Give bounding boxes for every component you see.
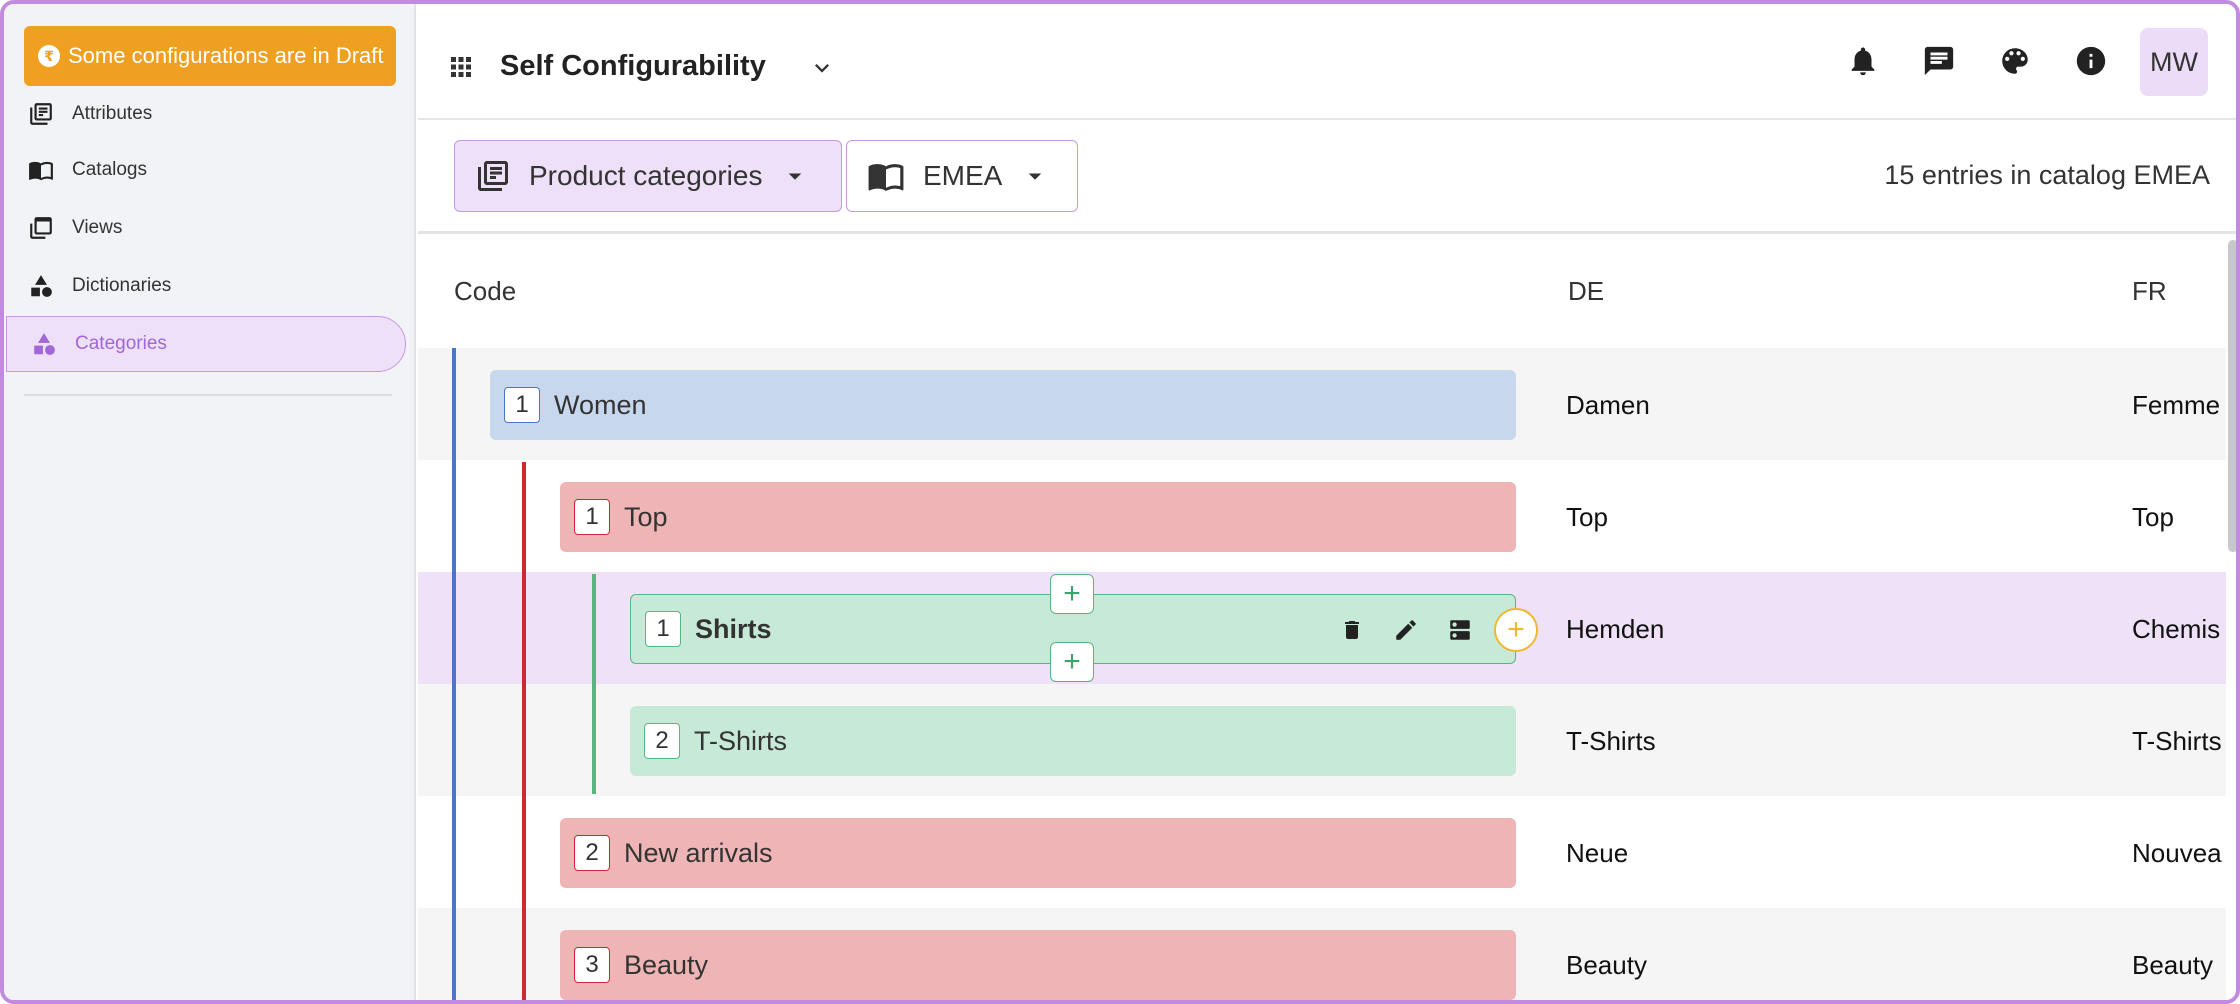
category-pill[interactable]: 1 Women — [490, 370, 1516, 440]
messages-icon[interactable] — [1920, 42, 1958, 80]
sidebar-item-categories[interactable]: Categories — [6, 316, 406, 372]
attributes-icon — [30, 103, 52, 125]
avatar[interactable]: MW — [2140, 28, 2208, 96]
sidebar-item-label: Attributes — [72, 103, 153, 124]
catalog-select[interactable]: EMEA — [846, 140, 1078, 212]
category-pill[interactable]: 2 New arrivals — [560, 818, 1516, 888]
add-child-icon[interactable]: + — [1494, 608, 1538, 652]
sidebar-item-label: Categories — [75, 333, 167, 354]
categories-icon — [34, 333, 55, 355]
column-header-code: Code — [454, 276, 517, 306]
translation-de: Hemden — [1566, 614, 1665, 644]
tree-line-level3 — [592, 574, 596, 794]
table-row[interactable]: 1 Women Damen Femme — [418, 348, 2226, 460]
category-select[interactable]: Product categories — [454, 140, 842, 212]
translation-de: Damen — [1566, 390, 1650, 420]
table-row[interactable]: 2 New arrivals Neue Nouvea — [418, 796, 2226, 908]
translation-de: Top — [1566, 502, 1608, 532]
table-row[interactable]: 1 Top Top Top — [418, 460, 2226, 572]
info-icon[interactable] — [2072, 42, 2110, 80]
column-header-de: DE — [1568, 276, 1605, 306]
category-code: Shirts — [695, 613, 772, 644]
app-title: Self Configurability — [500, 50, 766, 82]
category-code: Beauty — [624, 949, 709, 980]
draft-icon: ₹ — [38, 45, 60, 67]
app-header: Self Configurability MW — [418, 4, 2236, 120]
catalogs-icon — [868, 164, 904, 192]
vertical-scrollbar[interactable] — [2228, 240, 2236, 552]
position-number: 2 — [574, 835, 610, 871]
caret-down-icon — [1029, 173, 1042, 180]
sidebar: ₹ Some configurations are in Draft Attri… — [4, 4, 416, 1000]
translation-fr: Nouvea — [2132, 838, 2222, 868]
position-number: 2 — [644, 723, 680, 759]
sidebar-item-label: Dictionaries — [72, 275, 172, 296]
details-icon[interactable] — [1444, 614, 1476, 646]
category-pill[interactable]: 2 T-Shirts — [630, 706, 1516, 776]
sidebar-item-label: Views — [72, 217, 123, 238]
tree-line-level1 — [452, 348, 456, 1000]
delete-icon[interactable] — [1336, 614, 1368, 646]
categories-table: Code DE FR 1 Women Damen Femme 1 Top Top… — [418, 236, 2226, 1000]
entry-count: 15 entries in catalog EMEA — [1884, 160, 2210, 190]
sidebar-item-label: Catalogs — [72, 159, 147, 180]
translation-fr: Femme — [2132, 390, 2221, 420]
position-number: 1 — [574, 499, 610, 535]
attributes-icon — [478, 161, 508, 191]
position-number: 1 — [645, 611, 681, 647]
draft-banner-text: Some configurations are in Draft — [68, 43, 384, 68]
translation-de: T-Shirts — [1566, 726, 1656, 756]
sidebar-item-catalogs[interactable]: Catalogs — [4, 142, 406, 198]
category-select-value: Product categories — [529, 160, 763, 191]
table-row-selected[interactable]: 1 Shirts + Hemden Chemis — [418, 572, 2226, 684]
column-header-fr: FR — [2132, 276, 2167, 306]
catalogs-icon — [29, 161, 53, 181]
translation-de: Beauty — [1566, 950, 1647, 980]
views-icon — [30, 217, 52, 239]
palette-icon[interactable] — [1996, 42, 2034, 80]
table-row[interactable]: 3 Beauty Beauty Beauty — [418, 908, 2226, 1000]
sidebar-item-views[interactable]: Views — [4, 200, 406, 256]
app-grid-icon[interactable] — [446, 52, 476, 82]
translation-fr: Top — [2132, 502, 2174, 532]
translation-fr: Beauty — [2132, 950, 2213, 980]
category-code: Women — [554, 389, 647, 420]
tree-line-level2 — [522, 462, 526, 1000]
position-number: 3 — [574, 947, 610, 983]
translation-fr: Chemis — [2132, 614, 2221, 644]
sidebar-divider — [24, 394, 392, 396]
category-pill[interactable]: 1 Top — [560, 482, 1516, 552]
chevron-down-icon[interactable] — [808, 54, 836, 82]
table-row[interactable]: 2 T-Shirts T-Shirts T-Shirts — [418, 684, 2226, 796]
insert-above-button[interactable]: + — [1050, 574, 1094, 614]
draft-banner[interactable]: ₹ Some configurations are in Draft — [24, 26, 396, 86]
sidebar-item-attributes[interactable]: Attributes — [4, 86, 406, 142]
category-code: T-Shirts — [694, 725, 788, 756]
sidebar-item-dictionaries[interactable]: Dictionaries — [4, 258, 406, 314]
horizontal-scrollbar[interactable] — [422, 1000, 1242, 1004]
translation-de: Neue — [1566, 838, 1629, 868]
category-code: Top — [624, 501, 668, 532]
notifications-icon[interactable] — [1844, 42, 1882, 80]
position-number: 1 — [504, 387, 540, 423]
translation-fr: T-Shirts — [2132, 726, 2222, 756]
edit-icon[interactable] — [1390, 614, 1422, 646]
caret-down-icon — [789, 173, 802, 180]
category-code: New arrivals — [624, 837, 773, 868]
category-pill[interactable]: 3 Beauty — [560, 930, 1516, 1000]
toolbar: Product categories EMEA 15 entries in ca… — [418, 122, 2236, 234]
catalog-select-value: EMEA — [923, 160, 1003, 191]
insert-below-button[interactable]: + — [1050, 642, 1094, 682]
dictionaries-icon — [31, 275, 52, 297]
